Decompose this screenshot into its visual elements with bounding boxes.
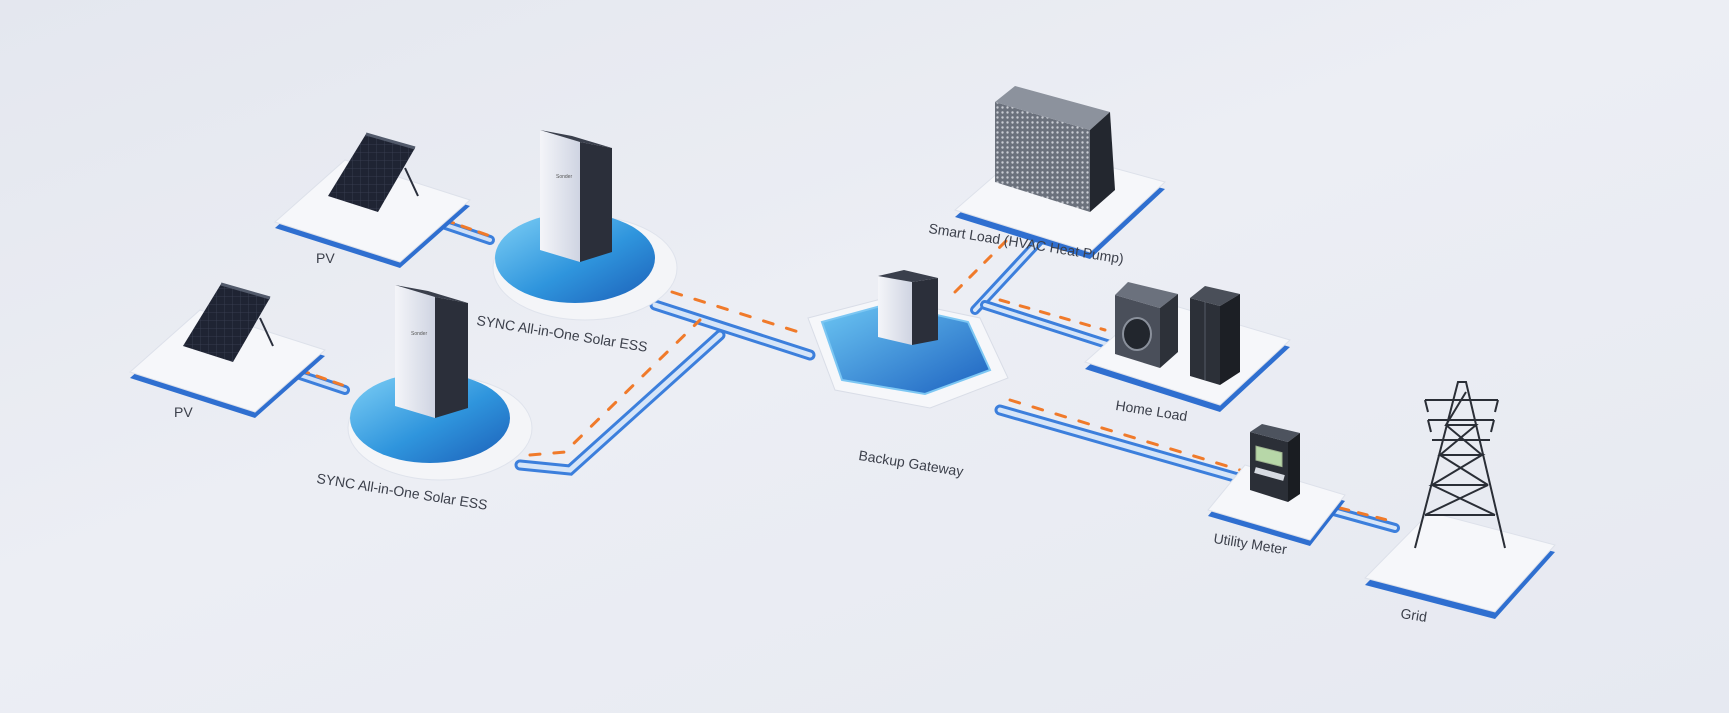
pipe-gateway-smart-load: [953, 230, 1045, 315]
battery-cabinet-icon: Sonder: [540, 130, 612, 262]
electric-meter-icon: [1250, 424, 1300, 502]
solar-panel-icon: [183, 282, 274, 362]
transmission-tower-icon: [1414, 381, 1506, 549]
ess-node-2: Sonder: [347, 285, 533, 481]
appliances-icon: [1115, 282, 1240, 385]
pv1-label: PV: [316, 250, 335, 266]
heat-pump-icon: [995, 86, 1115, 212]
home-load-node: [1084, 282, 1291, 412]
connection-pipes: [280, 213, 1400, 533]
pipe-ess2-gateway: [514, 318, 726, 476]
meter-node: [1207, 424, 1346, 546]
svg-text:Sonder: Sonder: [556, 174, 572, 180]
battery-cabinet-icon: Sonder: [395, 285, 468, 418]
pipe-ess1-gateway: [649, 290, 816, 361]
pipe-gateway-meter: [994, 398, 1251, 486]
svg-text:Sonder: Sonder: [411, 331, 427, 337]
ess-node-1: Sonder: [492, 130, 678, 321]
gateway-box-icon: [878, 270, 938, 345]
grid-node: [1364, 381, 1556, 619]
solar-panel-icon: [328, 132, 419, 212]
pv-node-1: [274, 132, 471, 268]
gateway-node: [807, 270, 1009, 409]
pipe-gateway-home-load: [980, 298, 1115, 350]
pv-node-2: [129, 282, 326, 418]
pv2-label: PV: [174, 404, 193, 420]
smart-load-node: [953, 86, 1166, 259]
pipe-meter-grid: [1325, 505, 1400, 533]
